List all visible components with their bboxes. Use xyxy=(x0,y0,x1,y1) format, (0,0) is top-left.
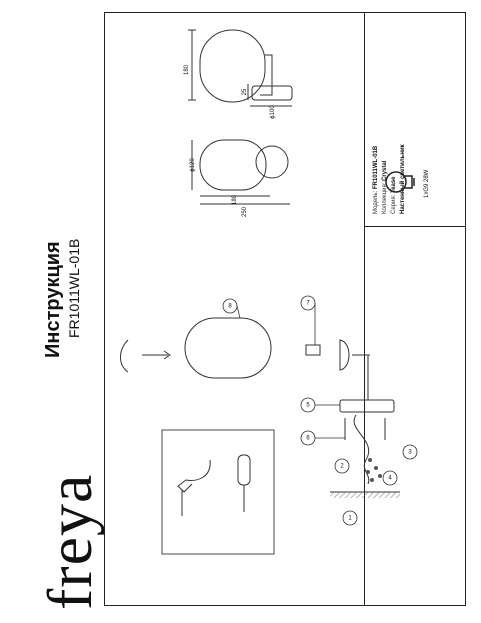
glass-shade xyxy=(184,317,272,379)
screwdriver-icon xyxy=(237,454,251,486)
front-view-glass xyxy=(199,139,267,191)
callout-5: 5 xyxy=(306,403,310,409)
side-view-arm xyxy=(260,54,273,96)
bulb xyxy=(305,344,321,356)
wires xyxy=(353,414,370,485)
front-view-base xyxy=(255,145,289,179)
wall-base xyxy=(339,399,395,413)
callout-7: 7 xyxy=(306,301,310,307)
dim-side-depth: 25 xyxy=(242,88,248,95)
callout-3: 3 xyxy=(408,450,412,456)
callout-6: 6 xyxy=(306,436,310,442)
dim-front-width: 250 xyxy=(242,206,248,217)
bulb-icon xyxy=(385,171,415,193)
spec-divider xyxy=(364,226,466,227)
callout-2: 2 xyxy=(340,464,344,470)
drill-icon xyxy=(177,459,211,493)
dim-side-height: 180 xyxy=(184,64,190,75)
callout-1: 1 xyxy=(348,516,352,522)
dim-side-base: ϕ100 xyxy=(270,105,276,119)
tools-box xyxy=(161,429,275,555)
screws-group xyxy=(366,458,382,482)
frame-divider xyxy=(364,12,365,606)
side-view-base xyxy=(251,85,293,101)
instruction-frame xyxy=(104,12,466,606)
rotate-arrow xyxy=(120,339,129,373)
lamp-holder xyxy=(339,339,350,371)
dim-front-arm: 180 xyxy=(232,194,238,205)
dim-front-glass: ϕ120 xyxy=(190,158,196,172)
callout-4: 4 xyxy=(388,476,392,482)
callout-8: 8 xyxy=(228,304,232,310)
side-view-glass xyxy=(199,29,266,103)
